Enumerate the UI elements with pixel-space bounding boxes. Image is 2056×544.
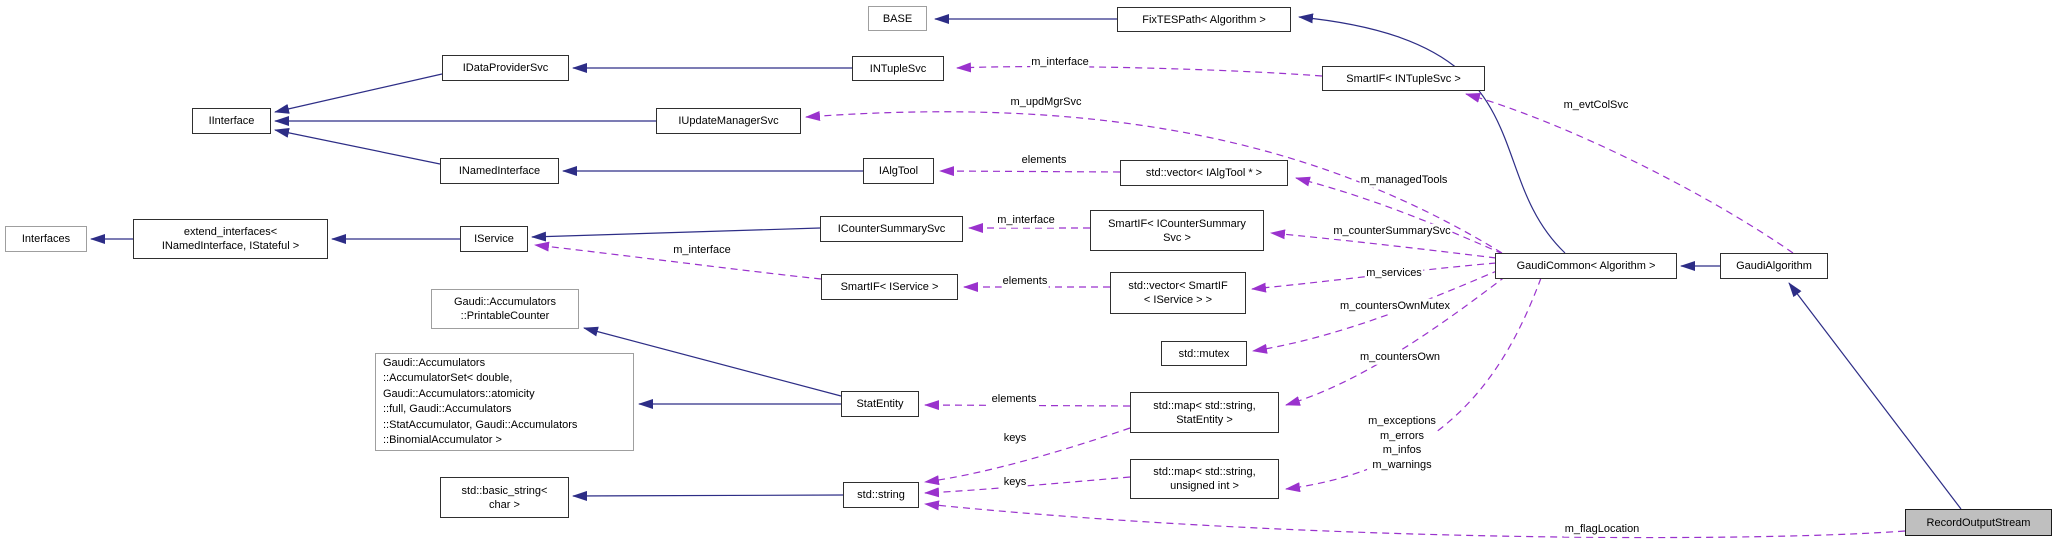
node-vector-smartif-iservice[interactable]: std::vector< SmartIF < IService > > [1110, 272, 1246, 314]
usage-edge-gaudialgorithm-smartifintuplesvc [1465, 93, 1794, 254]
node-interfaces: Interfaces [5, 226, 87, 252]
edge-label-message-counters: m_exceptions m_errors m_infos m_warnings [1367, 414, 1437, 472]
node-recordoutputstream: RecordOutputStream [1905, 509, 2052, 536]
node-basic-string[interactable]: std::basic_string< char > [440, 477, 569, 518]
node-smartif-icountersummarysvc[interactable]: SmartIF< ICounterSummary Svc > [1090, 210, 1264, 251]
edge-label-m-countersown: m_countersOwn [1358, 349, 1442, 365]
node-intuplesvc[interactable]: INTupleSvc [852, 56, 944, 81]
usage-edge-smartifiservice-iservice [534, 241, 822, 280]
edge-label-keys-statentity: keys [1002, 430, 1028, 446]
node-accumulatorset: Gaudi::Accumulators ::AccumulatorSet< do… [375, 353, 634, 451]
node-ialgtool[interactable]: IAlgTool [863, 158, 934, 184]
node-extend-interfaces[interactable]: extend_interfaces< INamedInterface, ISta… [133, 219, 328, 259]
usage-edge-gaudicommon-mutex [1252, 269, 1500, 354]
node-smartif-iservice[interactable]: SmartIF< IService > [821, 274, 958, 300]
usage-edge-gaudicommon-mapstatentity [1285, 275, 1507, 406]
usage-edge-mapunsigned-string [924, 476, 1131, 498]
edge-label-m-managedtools: m_managedTools [1359, 172, 1449, 188]
usage-edge-smartifintuplesvc-intuplesvc [956, 62, 1323, 77]
edge-label-m-updmgrsvc: m_updMgrSvc [1009, 94, 1083, 110]
node-statentity[interactable]: StatEntity [841, 391, 919, 417]
usage-edge-recordoutputstream-string [924, 500, 1906, 539]
usage-edge-gaudicommon-vectorialgtool [1295, 176, 1504, 255]
node-map-string-unsignedint[interactable]: std::map< std::string, unsigned int > [1130, 459, 1279, 499]
node-map-string-statentity[interactable]: std::map< std::string, StatEntity > [1130, 392, 1279, 433]
edge-label-elements-ialgtool: elements [1020, 152, 1068, 168]
node-iservice[interactable]: IService [460, 226, 528, 252]
usage-edge-gaudicommon-smartificountersummary [1270, 229, 1497, 259]
node-std-mutex[interactable]: std::mutex [1161, 341, 1247, 366]
inheritance-edge-icountersummarysvc-iservice [531, 227, 821, 242]
edge-label-m-interface-icountersummarysvc: m_interface [996, 212, 1056, 228]
usage-edge-mapstatentity-string [924, 427, 1131, 486]
edge-label-m-evtcolsvc: m_evtColSvc [1562, 97, 1630, 113]
node-vector-ialgtool[interactable]: std::vector< IAlgTool * > [1120, 160, 1288, 186]
edge-label-m-countersownmutex: m_countersOwnMutex [1338, 298, 1452, 314]
edge-label-m-interface-iservice: m_interface [672, 242, 732, 258]
usage-edge-gaudicommon-mapunsigned [1285, 277, 1542, 493]
node-gaudicommon-algorithm[interactable]: GaudiCommon< Algorithm > [1495, 253, 1677, 279]
edge-label-m-services: m_services [1365, 265, 1423, 281]
edge-label-elements-smartif-iservice: elements [1001, 273, 1049, 289]
node-printablecounter: Gaudi::Accumulators ::PrintableCounter [431, 289, 579, 329]
inheritance-edge-statentity-printablecounter [583, 326, 842, 397]
usage-edge-vectorialgtool-ialgtool [939, 166, 1121, 177]
inheritance-edge-gaudicommon-fixtespath [1298, 13, 1566, 254]
edge-label-m-flaglocation: m_flagLocation [1563, 521, 1641, 537]
inheritance-edge-idataprovidersvc-iinterface [274, 73, 443, 114]
node-gaudialgorithm[interactable]: GaudiAlgorithm [1720, 253, 1828, 279]
node-fixtespath-algorithm[interactable]: FixTESPath< Algorithm > [1117, 7, 1291, 32]
node-iupdatemanagersvc[interactable]: IUpdateManagerSvc [656, 108, 801, 134]
node-smartif-intuplesvc[interactable]: SmartIF< INTupleSvc > [1322, 66, 1485, 91]
node-idataprovidersvc[interactable]: IDataProviderSvc [442, 55, 569, 81]
edge-label-elements-statentity: elements [990, 391, 1038, 407]
inheritance-edge-inamedinterface-iinterface [274, 127, 441, 165]
node-icountersummarysvc[interactable]: ICounterSummarySvc [820, 216, 963, 242]
edge-label-m-countersummarysvc: m_counterSummarySvc [1332, 223, 1452, 239]
usage-edge-gaudicommon-iupdatemanagersvc [805, 110, 1503, 254]
node-std-string[interactable]: std::string [843, 482, 919, 508]
edge-label-keys-unsigned: keys [1002, 474, 1028, 490]
node-iinterface[interactable]: IInterface [192, 108, 271, 134]
edge-label-m-interface-intuplesvc: m_interface [1030, 54, 1090, 70]
node-inamedinterface[interactable]: INamedInterface [440, 158, 559, 184]
inheritance-edge-string-basicstring [572, 490, 844, 501]
inheritance-edge-recordoutputstream-gaudialgorithm [1788, 282, 1962, 510]
node-base: BASE [868, 6, 927, 31]
